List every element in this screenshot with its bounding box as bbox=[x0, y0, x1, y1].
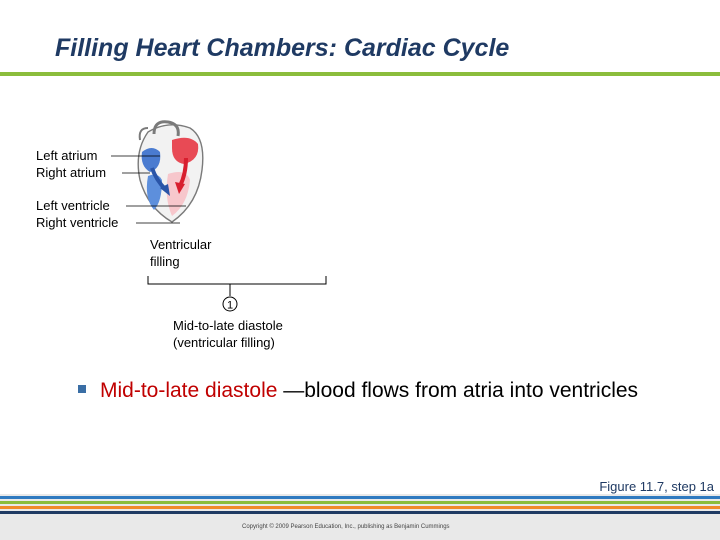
footer-stripe-navy bbox=[0, 511, 720, 514]
left-atrium-fill bbox=[172, 137, 199, 164]
footer-background bbox=[0, 494, 720, 540]
footer-stripe-blue bbox=[0, 496, 720, 499]
title-divider bbox=[0, 72, 720, 76]
blue-arrowhead bbox=[160, 184, 170, 196]
bullet-point: Mid-to-late diastole —blood flows from a… bbox=[78, 377, 678, 405]
step-desc-line2: (ventricular filling) bbox=[173, 335, 275, 350]
slide-title: Filling Heart Chambers: Cardiac Cycle bbox=[55, 34, 510, 62]
vein-vessel bbox=[138, 127, 149, 141]
bullet-text: Mid-to-late diastole —blood flows from a… bbox=[100, 377, 678, 405]
step-desc-line1: Mid-to-late diastole bbox=[173, 318, 283, 333]
right-atrium-label: Right atrium bbox=[36, 165, 107, 180]
phase-label-line2: filling bbox=[150, 254, 180, 269]
phase-bracket bbox=[147, 276, 327, 285]
heart-diagram bbox=[137, 120, 204, 223]
figure-caption: Figure 11.7, step 1a bbox=[599, 479, 714, 494]
bullet-body: —blood flows from atria into ventricles bbox=[283, 379, 639, 402]
footer-stripe-green bbox=[0, 501, 720, 504]
bullet-highlight: Mid-to-late diastole bbox=[100, 379, 284, 402]
left-atrium-label: Left atrium bbox=[36, 148, 98, 163]
red-arrowhead bbox=[175, 182, 185, 194]
left-ventricle-fill bbox=[166, 172, 190, 216]
footer-stripes bbox=[0, 494, 720, 540]
bullet-square-icon bbox=[78, 385, 86, 393]
phase-label-line1: Ventricular bbox=[150, 237, 212, 252]
footer-stripe-orange bbox=[0, 506, 720, 509]
copyright-text: Copyright © 2009 Pearson Education, Inc.… bbox=[242, 524, 450, 530]
step-number: 1 bbox=[227, 300, 233, 312]
step-number-circle bbox=[222, 296, 238, 312]
right-ventricle-label: Right ventricle bbox=[36, 215, 119, 230]
right-atrium-fill bbox=[141, 148, 161, 172]
aorta-vessel bbox=[152, 120, 180, 137]
left-ventricle-label: Left ventricle bbox=[36, 198, 110, 213]
